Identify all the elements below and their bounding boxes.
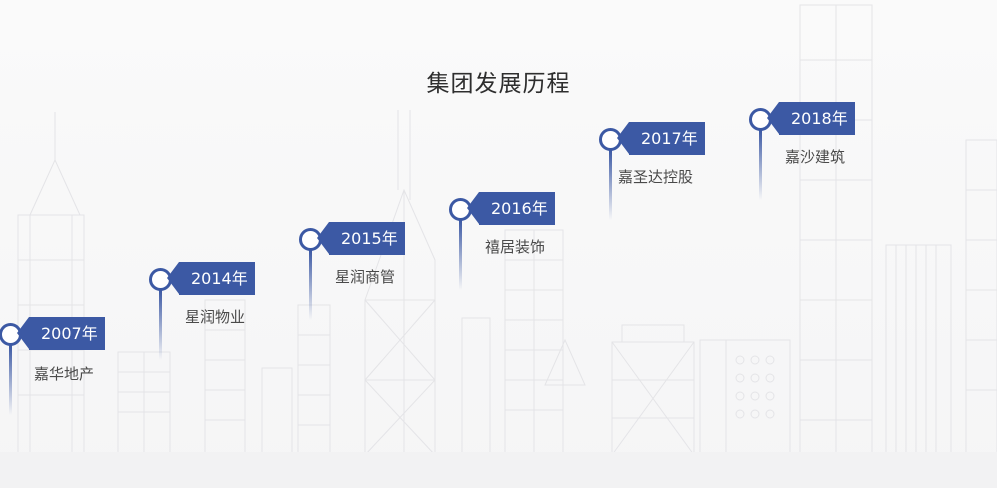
pin-stem: [609, 150, 612, 220]
company-name: 嘉华地产: [34, 365, 95, 383]
year-tag: 2014年: [167, 262, 255, 295]
year-tag: 2007年: [17, 317, 105, 350]
company-name: 嘉沙建筑: [785, 148, 846, 166]
company-name: 星润物业: [185, 308, 246, 326]
milestone-2017: 2017年 嘉圣达控股: [599, 122, 799, 248]
milestone-2018: 2018年 嘉沙建筑: [749, 102, 949, 228]
company-name: 嘉圣达控股: [618, 168, 694, 186]
ground-strip: [0, 452, 997, 488]
year-tag: 2015年: [317, 222, 405, 255]
company-name: 星润商管: [335, 268, 396, 286]
milestone-2015: 2015年 星润商管: [299, 222, 499, 348]
milestone-2007: 2007年 嘉华地产: [0, 317, 199, 443]
pin-stem: [759, 130, 762, 200]
pin-stem: [9, 345, 12, 415]
pin-stem: [459, 220, 462, 290]
company-name: 禧居装饰: [485, 238, 546, 256]
pin-stem: [159, 290, 162, 360]
milestone-2014: 2014年 星润物业: [149, 262, 349, 388]
pin-stem: [309, 250, 312, 320]
milestone-2016: 2016年 禧居装饰: [449, 192, 649, 318]
year-tag: 2016年: [467, 192, 555, 225]
year-tag: 2018年: [767, 102, 855, 135]
section-title: 集团发展历程: [426, 71, 571, 97]
year-tag: 2017年: [617, 122, 705, 155]
